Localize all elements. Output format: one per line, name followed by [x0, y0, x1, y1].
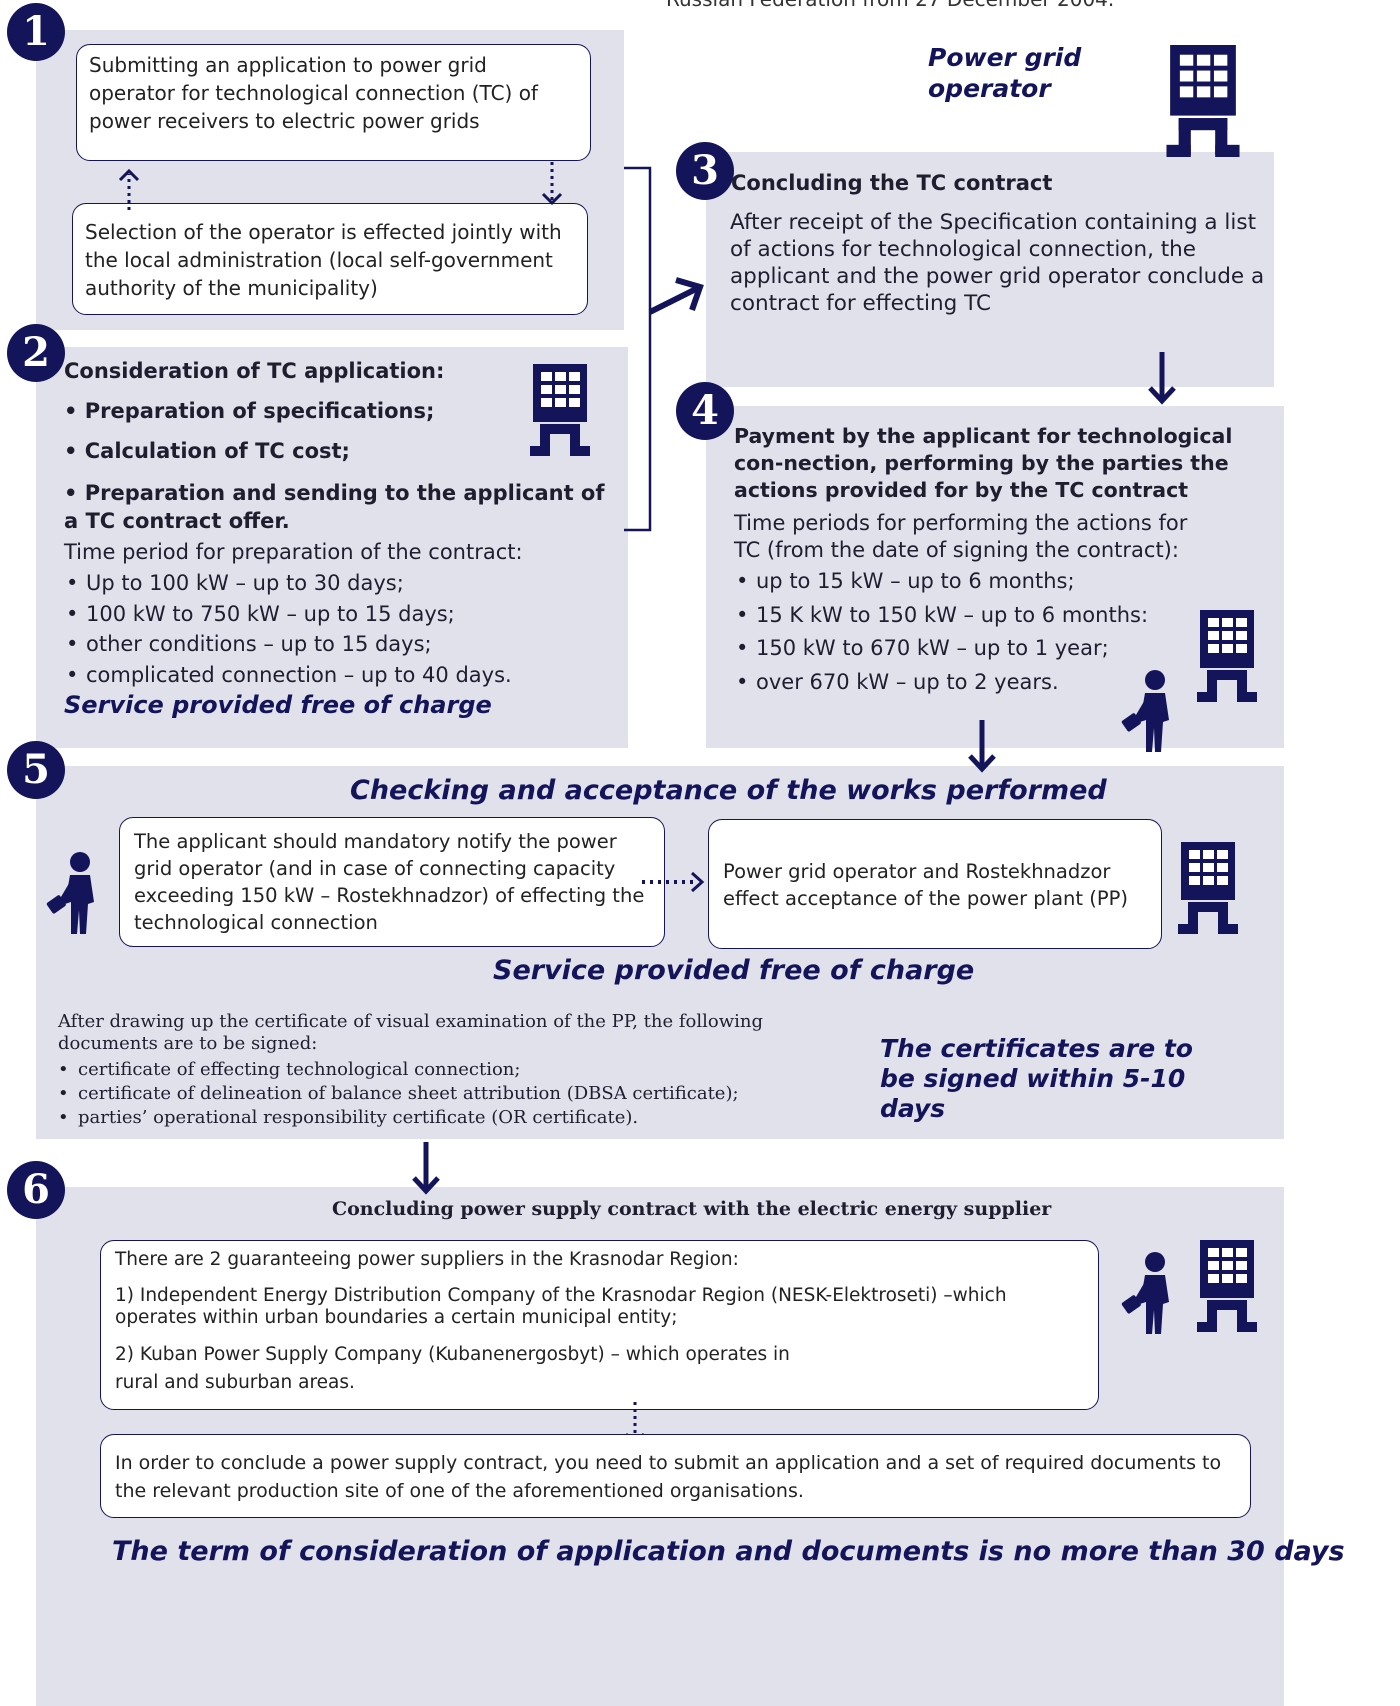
step2-period-list: Up to 100 kW – up to 30 days; 100 kW to … — [62, 568, 512, 690]
person-icon — [1121, 1252, 1169, 1334]
person-icon — [1121, 670, 1169, 752]
arrow-down — [1148, 352, 1176, 405]
step2-free-label: Service provided free of charge — [64, 691, 492, 719]
building-icon — [530, 364, 590, 456]
notify-box: The applicant should mandatory notify th… — [119, 817, 665, 947]
suppliers-box: There are 2 guaranteeing power suppliers… — [100, 1240, 1099, 1410]
step3-title: Concluding the TC contract — [731, 171, 1053, 195]
doc-item: parties’ operational responsibility cert… — [54, 1106, 739, 1130]
period-item: Up to 100 kW – up to 30 days; — [62, 568, 512, 599]
docs-intro: After drawing up the certificate of visu… — [58, 1011, 763, 1054]
step-6-badge: 6 — [7, 1161, 65, 1219]
period-item: 100 kW to 750 kW – up to 15 days; — [62, 599, 512, 630]
dotted-arrow-up — [118, 168, 140, 210]
step2-bullet-3: • Preparation and sending to the applica… — [64, 481, 605, 533]
building-icon — [1197, 1240, 1257, 1332]
step6-title: Concluding power supply contract with th… — [332, 1198, 1052, 1220]
step5-free-label: Service provided free of charge — [493, 955, 975, 986]
supplier-2: 2) Kuban Power Supply Company (Kubanener… — [115, 1344, 790, 1393]
step-3-badge: 3 — [676, 142, 734, 200]
doc-item: certificate of delineation of balance sh… — [54, 1082, 739, 1106]
operator-label: Power grid operator — [928, 43, 1082, 103]
acceptance-box: Power grid operator and Rostekhnadzor ef… — [708, 819, 1162, 949]
step2-title: Consideration of TC application: — [64, 359, 445, 383]
step4-title: Payment by the applicant for technologic… — [734, 424, 1233, 502]
step3-text: After receipt of the Specification conta… — [730, 210, 1265, 316]
dotted-arrow-right — [642, 871, 705, 893]
period-item: over 670 kW – up to 2 years. — [732, 666, 1148, 700]
top-caption: Russian Federation from 27 December 2004… — [666, 0, 1114, 11]
application-box: Submitting an application to power grid … — [76, 44, 591, 161]
supplier-1: 1) Independent Energy Distribution Compa… — [115, 1285, 1007, 1328]
arrow-down — [412, 1142, 440, 1195]
step2-period-label: Time period for preparation of the contr… — [64, 540, 523, 564]
panel-step3 — [706, 152, 1274, 387]
step4-period-list: up to 15 kW – up to 6 months; 15 K kW to… — [732, 565, 1148, 699]
step6-term: The term of consideration of application… — [112, 1536, 1345, 1567]
step5-title: Checking and acceptance of the works per… — [350, 775, 1107, 806]
step2-bullet-1: • Preparation of specifications; — [64, 399, 435, 423]
period-item: up to 15 kW – up to 6 months; — [732, 565, 1148, 599]
step-2-badge: 2 — [7, 324, 65, 382]
apply-box: In order to conclude a power supply cont… — [100, 1434, 1251, 1518]
bracket-connector — [624, 166, 704, 532]
step2-bullet-2: • Calculation of TC cost; — [64, 439, 350, 463]
arrow-down — [968, 720, 996, 773]
person-icon — [46, 852, 94, 934]
suppliers-intro: There are 2 guaranteeing power suppliers… — [115, 1249, 739, 1270]
step4-period-label: Time periods for performing the actions … — [734, 511, 1188, 562]
step-4-badge: 4 — [676, 382, 734, 440]
dotted-arrow-down — [541, 162, 563, 206]
certificates-term: The certificates are to be signed within… — [880, 1034, 1193, 1123]
step-1-badge: 1 — [7, 3, 65, 61]
period-item: 150 kW to 670 kW – up to 1 year; — [732, 632, 1148, 666]
period-item: complicated connection – up to 40 days. — [62, 660, 512, 691]
operator-selection-box: Selection of the operator is effected jo… — [72, 203, 588, 315]
step-5-badge: 5 — [7, 741, 65, 799]
building-icon — [1197, 610, 1257, 702]
period-item: other conditions – up to 15 days; — [62, 629, 512, 660]
period-item: 15 K kW to 150 kW – up to 6 months: — [732, 599, 1148, 633]
building-icon — [1178, 842, 1238, 934]
docs-list: certificate of effecting technological c… — [54, 1058, 739, 1130]
building-icon — [1166, 45, 1240, 157]
doc-item: certificate of effecting technological c… — [54, 1058, 739, 1082]
